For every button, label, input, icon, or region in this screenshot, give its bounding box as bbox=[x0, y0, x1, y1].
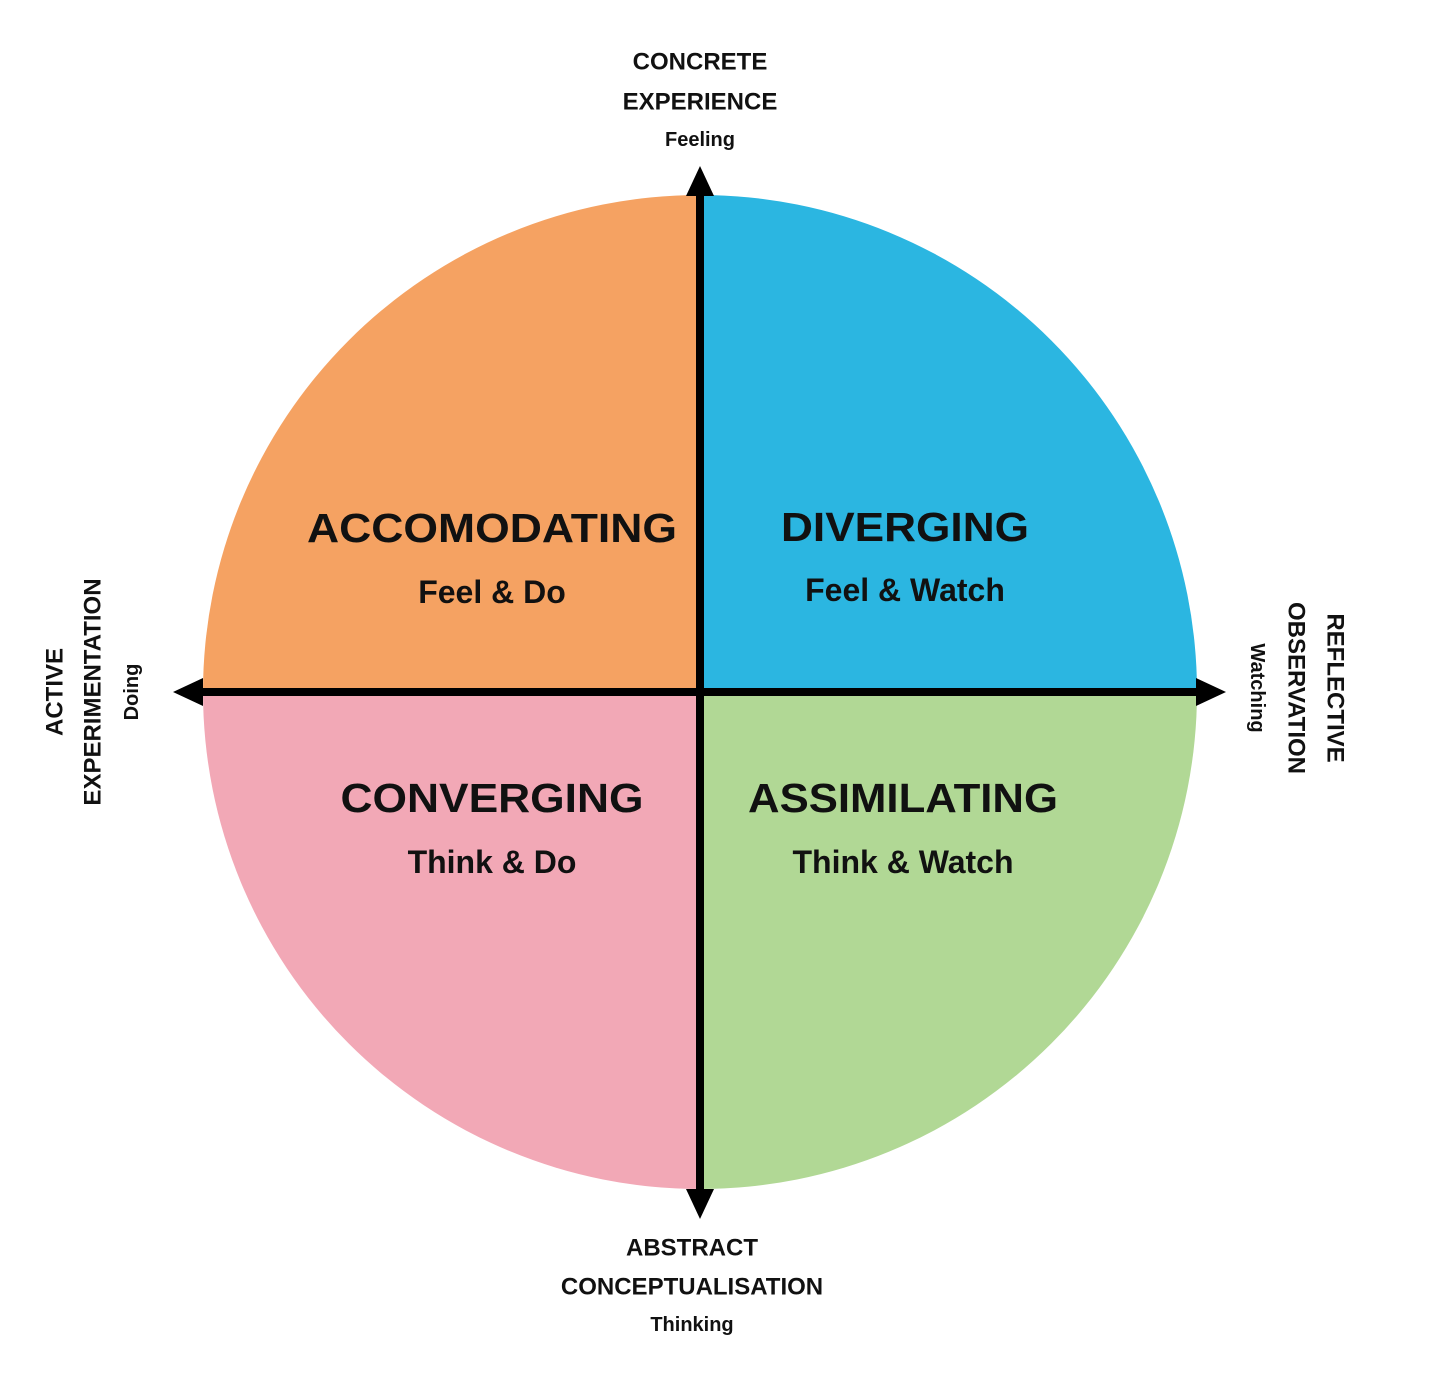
arrow-up-icon bbox=[686, 166, 714, 196]
axis-label-right: REFLECTIVE OBSERVATION Watching bbox=[1246, 602, 1349, 774]
axis-label-top: CONCRETE EXPERIENCE Feeling bbox=[623, 49, 778, 152]
axis-label-bottom: ABSTRACT CONCEPTUALISATION Thinking bbox=[561, 1235, 823, 1337]
axis-label-left: ACTIVE EXPERIMENTATION Doing bbox=[42, 578, 144, 805]
axis-bottom-line1: ABSTRACT bbox=[626, 1235, 758, 1262]
quadrant-title-assimilating: ASSIMILATING bbox=[748, 775, 1058, 821]
axis-left-line2: EXPERIMENTATION bbox=[80, 578, 107, 805]
axis-bottom-sub: Thinking bbox=[650, 1314, 733, 1336]
axis-right-line1: REFLECTIVE bbox=[1322, 613, 1349, 762]
axis-top-line1: CONCRETE bbox=[633, 49, 768, 76]
arrow-right-icon bbox=[1196, 678, 1226, 706]
arrow-left-icon bbox=[173, 678, 203, 706]
quadrant-sub-assimilating: Think & Watch bbox=[792, 844, 1013, 880]
axis-right-sub: Watching bbox=[1246, 643, 1268, 732]
quadrant-title-accomodating: ACCOMODATING bbox=[307, 505, 677, 551]
quadrant-assimilating bbox=[700, 692, 1197, 1189]
axis-left-sub: Doing bbox=[121, 664, 143, 721]
axis-top-sub: Feeling bbox=[665, 129, 735, 151]
quadrant-sub-accomodating: Feel & Do bbox=[418, 574, 566, 610]
quadrant-accomodating bbox=[203, 195, 700, 692]
axis-left-line1: ACTIVE bbox=[42, 648, 69, 736]
quadrant-sub-converging: Think & Do bbox=[408, 844, 577, 880]
quadrant-title-converging: CONVERGING bbox=[341, 775, 644, 821]
axis-right-line2: OBSERVATION bbox=[1283, 602, 1310, 774]
quadrant-converging bbox=[203, 692, 700, 1189]
axis-bottom-line2: CONCEPTUALISATION bbox=[561, 1274, 823, 1301]
quadrant-diverging bbox=[700, 195, 1197, 692]
arrow-down-icon bbox=[686, 1189, 714, 1219]
quadrant-title-diverging: DIVERGING bbox=[781, 504, 1029, 550]
axis-top-line2: EXPERIENCE bbox=[623, 89, 778, 116]
quadrant-sub-diverging: Feel & Watch bbox=[805, 572, 1005, 608]
